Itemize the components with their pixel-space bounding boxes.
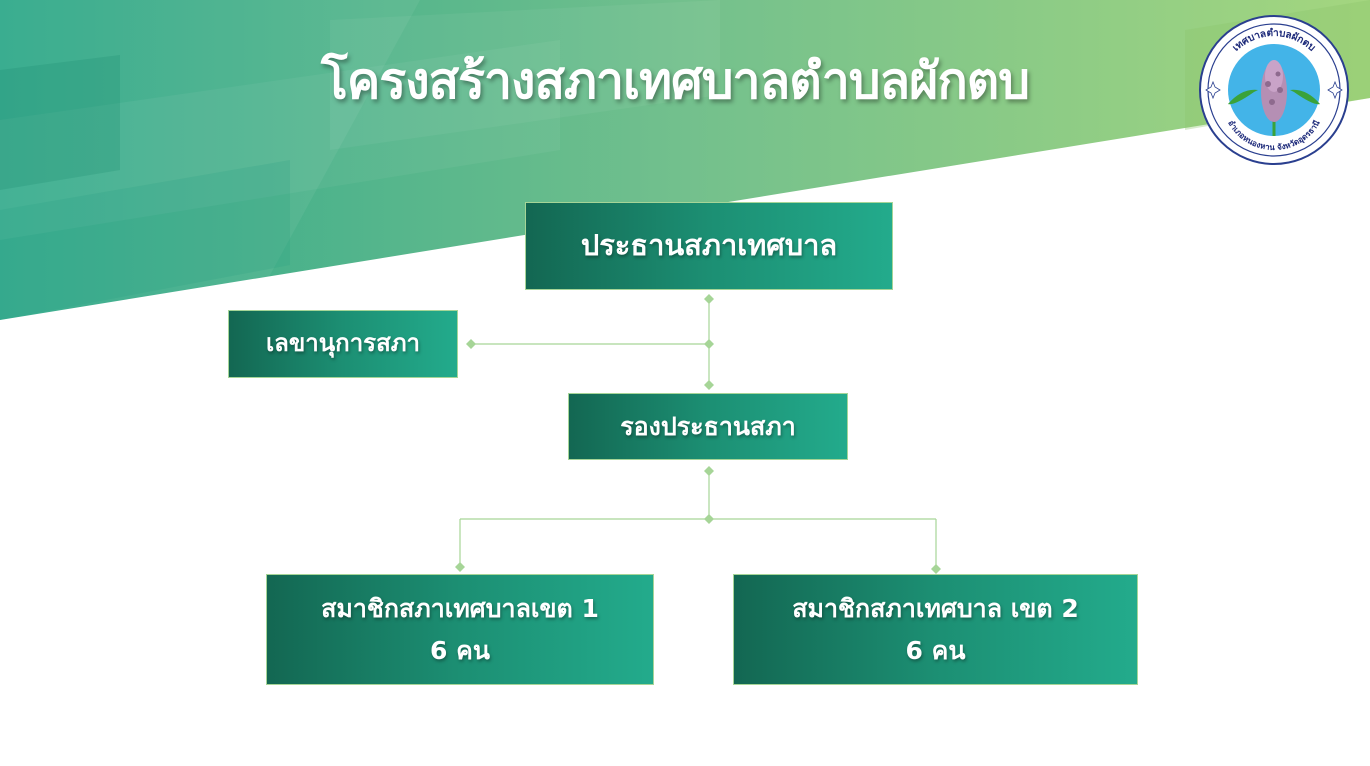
connector-node — [704, 466, 714, 476]
header-banner — [0, 0, 1370, 330]
council-secretary-box: เลขานุการสภา — [228, 310, 458, 378]
connector-node — [455, 562, 465, 572]
connector-node — [931, 564, 941, 574]
zone2-members-label: สมาชิกสภาเทศบาล เขต 2 — [792, 594, 1079, 624]
page-title: โครงสร้างสภาเทศบาลตำบลผักตบ — [321, 52, 1030, 110]
council-secretary-label: เลขานุการสภา — [265, 329, 421, 358]
connector-node — [704, 380, 714, 390]
council-chair-box: ประธานสภาเทศบาล — [525, 202, 893, 290]
vice-chair-box: รองประธานสภา — [568, 393, 848, 460]
connector-node — [466, 339, 476, 349]
lotus-flower-seal-icon — [1228, 60, 1320, 136]
zone2-members-count: 6 คน — [905, 635, 966, 665]
vice-chair-label: รองประธานสภา — [620, 411, 796, 441]
zone1-members-count: 6 คน — [430, 635, 490, 665]
connector-node — [704, 339, 714, 349]
zone2-members-box: สมาชิกสภาเทศบาล เขต 2 6 คน — [733, 574, 1138, 685]
zone1-members-box: สมาชิกสภาเทศบาลเขต 1 6 คน — [266, 574, 654, 685]
municipality-logo: เทศบาลตำบลผักตบ อำเภอหนองหาน จังหวัดอุดร… — [1199, 15, 1349, 165]
connector-node — [704, 294, 714, 304]
zone1-members-label: สมาชิกสภาเทศบาลเขต 1 — [321, 594, 599, 624]
connector-node — [704, 514, 714, 524]
council-chair-label: ประธานสภาเทศบาล — [580, 228, 838, 263]
